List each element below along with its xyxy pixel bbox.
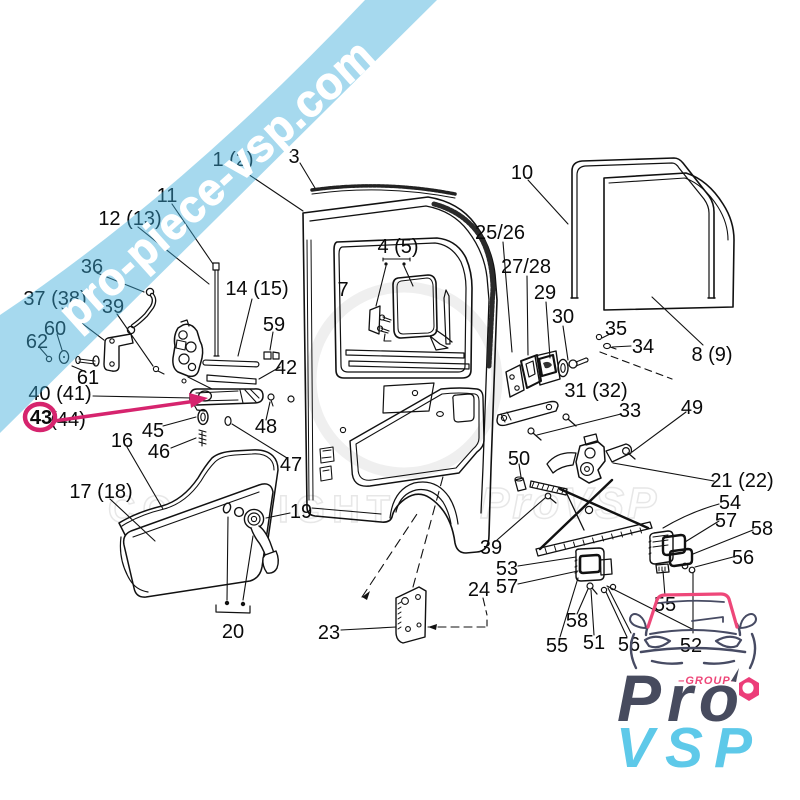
svg-text:40 (41): 40 (41)	[28, 383, 91, 405]
svg-text:VSP: VSP	[616, 716, 763, 780]
svg-text:51: 51	[583, 632, 605, 654]
svg-text:56: 56	[732, 547, 754, 569]
svg-text:Pro: Pro	[617, 661, 745, 735]
svg-text:21 (22): 21 (22)	[710, 470, 773, 492]
svg-text:47: 47	[280, 454, 302, 476]
svg-text:43: 43	[30, 407, 52, 429]
svg-text:59: 59	[263, 314, 285, 336]
svg-text:46: 46	[148, 441, 170, 463]
svg-text:–GROUP–: –GROUP–	[678, 675, 738, 687]
svg-text:31 (32): 31 (32)	[564, 380, 627, 402]
svg-text:62: 62	[26, 331, 48, 353]
svg-text:7: 7	[337, 279, 348, 301]
svg-text:55: 55	[546, 635, 568, 657]
svg-text:24: 24	[468, 579, 490, 601]
svg-text:52: 52	[680, 635, 702, 657]
svg-text:33: 33	[619, 400, 641, 422]
svg-text:36: 36	[81, 256, 103, 278]
svg-text:48: 48	[255, 416, 277, 438]
svg-text:3: 3	[288, 146, 299, 168]
svg-text:55: 55	[654, 594, 676, 616]
svg-text:45: 45	[142, 420, 164, 442]
svg-text:39: 39	[480, 537, 502, 559]
svg-text:23: 23	[318, 622, 340, 644]
svg-text:54: 54	[719, 492, 741, 514]
svg-text:53: 53	[496, 558, 518, 580]
svg-text:4 (5): 4 (5)	[377, 236, 418, 258]
svg-text:42: 42	[275, 357, 297, 379]
svg-text:11: 11	[157, 185, 178, 207]
svg-text:30: 30	[552, 306, 574, 328]
svg-text:8 (9): 8 (9)	[691, 344, 732, 366]
svg-text:10: 10	[511, 162, 533, 184]
svg-text:60: 60	[44, 318, 66, 340]
svg-text:56: 56	[618, 634, 640, 656]
svg-text:37 (38): 37 (38)	[23, 288, 86, 310]
svg-text:58: 58	[566, 610, 588, 632]
svg-text:27/28: 27/28	[501, 256, 551, 278]
svg-text:12 (13): 12 (13)	[98, 208, 161, 230]
svg-text:50: 50	[508, 448, 530, 470]
svg-text:35: 35	[605, 318, 627, 340]
svg-text:17 (18): 17 (18)	[69, 481, 132, 503]
svg-text:25/26: 25/26	[475, 222, 525, 244]
svg-text:29: 29	[534, 282, 556, 304]
svg-text:49: 49	[681, 397, 703, 419]
svg-text:61: 61	[77, 367, 99, 389]
svg-text:14 (15): 14 (15)	[225, 278, 288, 300]
svg-text:16: 16	[111, 430, 133, 452]
svg-text:1 (2): 1 (2)	[212, 149, 253, 171]
svg-text:57: 57	[715, 510, 737, 532]
svg-text:34: 34	[632, 336, 654, 358]
svg-text:20: 20	[222, 621, 244, 643]
svg-text:19: 19	[290, 501, 312, 523]
svg-text:57: 57	[496, 576, 518, 598]
svg-text:58: 58	[751, 518, 773, 540]
svg-text:39: 39	[102, 296, 124, 318]
